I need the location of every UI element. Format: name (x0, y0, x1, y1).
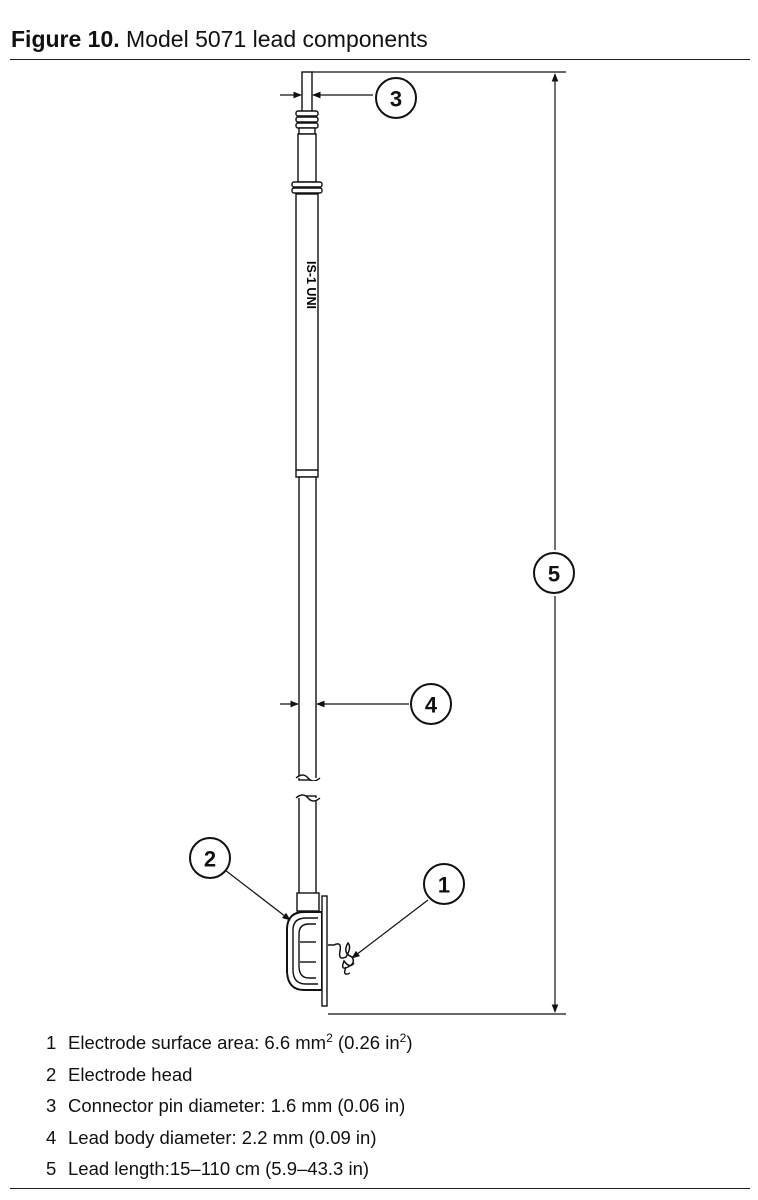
figure-title: Figure 10. Model 5071 lead components (11, 26, 428, 53)
callout-3: 3 (390, 87, 402, 112)
top-rule (10, 59, 750, 60)
callout-circle-5 (533, 552, 575, 594)
bottom-rule (10, 1188, 750, 1189)
callout-circle-4 (410, 683, 452, 725)
callout-circle-2 (189, 837, 231, 879)
callout-circle-3 (375, 77, 417, 119)
lead-body-lower (298, 795, 317, 895)
callout-2: 2 (204, 847, 216, 872)
callout-4: 4 (425, 693, 438, 718)
connector-body (295, 193, 319, 478)
callout-circle-1 (423, 863, 465, 905)
lead-body-upper (298, 476, 317, 781)
electrode-head (286, 892, 328, 1007)
leader-electrode-surface (351, 899, 429, 959)
figure-number: Figure 10. (11, 26, 120, 52)
lead-diagram: 3 5 4 2 1 IS-1 UNI (189, 71, 575, 1015)
lead-break-marks (295, 774, 321, 802)
sealing-rings-upper (295, 110, 319, 135)
helix-electrode (328, 941, 355, 975)
dim-lead-length (312, 71, 566, 1015)
leader-electrode-head (224, 869, 291, 921)
sealing-rings-lower (291, 181, 323, 194)
callout-1: 1 (438, 873, 450, 898)
connector-pin (301, 71, 313, 113)
figure-caption: Model 5071 lead components (126, 26, 428, 52)
connector-label: IS-1 UNI (304, 261, 318, 309)
callout-5: 5 (548, 562, 560, 587)
connector-ring-segment (297, 133, 317, 183)
